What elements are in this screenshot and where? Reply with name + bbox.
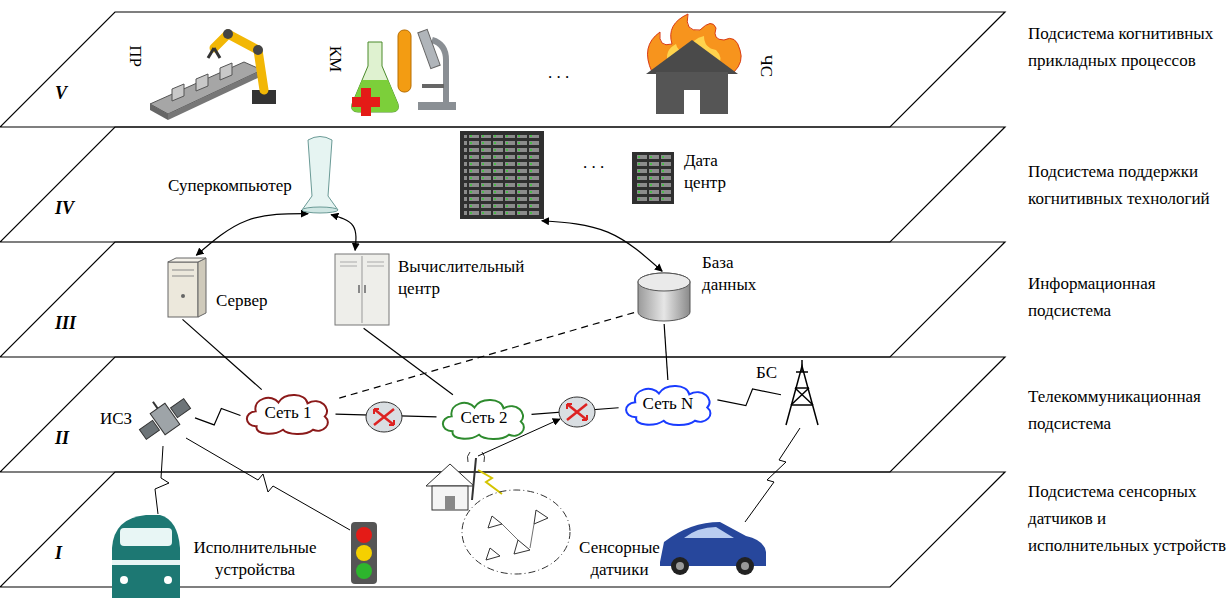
- connector: [364, 328, 453, 395]
- satellite-icon: [131, 386, 195, 445]
- traffic-light-icon: [351, 522, 377, 584]
- connector: [182, 319, 261, 389]
- ellipsis-label: . . .: [548, 62, 569, 84]
- robot-illustration: [150, 29, 276, 120]
- sensor-hub-icon: [426, 452, 570, 574]
- database-icon: [638, 273, 690, 321]
- actuators-label-node: Исполнительные устройства: [185, 537, 325, 581]
- car-icon: [660, 522, 766, 575]
- train-icon: [112, 515, 180, 598]
- computing-centre-icon: [335, 254, 389, 325]
- server-icon: [168, 258, 206, 317]
- process-icon: ЧС: [640, 22, 745, 116]
- network-cloud: Сеть 2: [438, 396, 529, 440]
- wireless-connector: [195, 409, 240, 425]
- plane-outline: [0, 472, 1005, 587]
- datacenter-node: Дата центр: [458, 131, 676, 220]
- layer-numeral: III: [55, 312, 76, 334]
- node-label: Исполнительные устройства: [185, 537, 325, 581]
- node-label: Сенсорные датчики: [572, 537, 667, 581]
- process-icon: ПР: [148, 18, 288, 116]
- dashed-connector: [335, 313, 634, 400]
- node-label: Дата центр: [684, 150, 746, 194]
- database-node: База данных: [636, 272, 692, 322]
- connector: [331, 215, 356, 251]
- wireless-connector: [717, 389, 781, 406]
- plane-outline: [0, 12, 1005, 127]
- rack-icon: [460, 131, 674, 219]
- layer-plane: IVПодсистема поддержки когнитивных техно…: [0, 127, 1005, 242]
- network-cloud: Сеть 1: [242, 391, 333, 435]
- cloud-label: Сеть 2: [460, 407, 507, 429]
- tower-icon: [786, 360, 818, 425]
- connector: [542, 221, 662, 271]
- layer-caption: Информационная подсистема: [1028, 270, 1228, 324]
- fire-illustration: [646, 14, 741, 114]
- cloud-label: Сеть 1: [264, 402, 311, 424]
- layer-numeral: I: [55, 542, 62, 564]
- base-station-node: БС: [783, 360, 821, 426]
- supercomputer-node: Суперкомпьютер: [300, 133, 340, 213]
- layer-caption: Подсистема сенсорных датчиков и исполнит…: [1028, 478, 1228, 559]
- node-label: База данных: [702, 252, 772, 296]
- server-node: Сервер: [163, 256, 208, 318]
- layer-caption: Подсистема когнитивных прикладных процес…: [1028, 20, 1228, 74]
- layer-plane: IПодсистема сенсорных датчиков и исполни…: [0, 472, 1005, 587]
- cloud-label: Сеть N: [643, 393, 694, 415]
- layer-numeral: IV: [55, 197, 74, 219]
- computing-centre-node: Вычислительный центр: [333, 252, 391, 327]
- connector: [664, 324, 668, 380]
- lab-illustration: [352, 29, 456, 116]
- network-cloud: Сеть N: [621, 382, 716, 426]
- node-label: КМ: [324, 46, 346, 72]
- node-label: ЧС: [755, 55, 777, 77]
- node-label: БС: [756, 362, 777, 384]
- sensor-cluster-node: Сенсорные датчики: [462, 490, 570, 575]
- node-label: ИСЗ: [100, 408, 132, 430]
- layer-caption: Подсистема поддержки когнитивных техноло…: [1028, 158, 1228, 212]
- connector: [196, 214, 308, 256]
- layer-numeral: II: [55, 427, 69, 449]
- layer-plane: VПодсистема когнитивных прикладных проце…: [0, 12, 1005, 127]
- layer-numeral: V: [55, 82, 67, 104]
- plane-outline: [0, 127, 1005, 242]
- layer-plane: IIIИнформационная подсистемаСерверВычисл…: [0, 242, 1005, 357]
- ellipsis-label: . . .: [583, 152, 604, 174]
- layer-plane: IIТелекоммуникационная подсистемаИСЗСеть…: [0, 357, 1005, 472]
- layer-caption: Телекоммуникационная подсистема: [1028, 383, 1228, 437]
- supercomputer-icon: [302, 137, 338, 214]
- process-icon: КМ: [348, 18, 458, 116]
- node-label: ПР: [124, 45, 146, 67]
- node-label: Вычислительный центр: [398, 256, 533, 300]
- satellite-node: ИСЗ: [138, 392, 193, 447]
- node-label: Суперкомпьютер: [168, 175, 292, 197]
- node-label: Сервер: [216, 290, 268, 312]
